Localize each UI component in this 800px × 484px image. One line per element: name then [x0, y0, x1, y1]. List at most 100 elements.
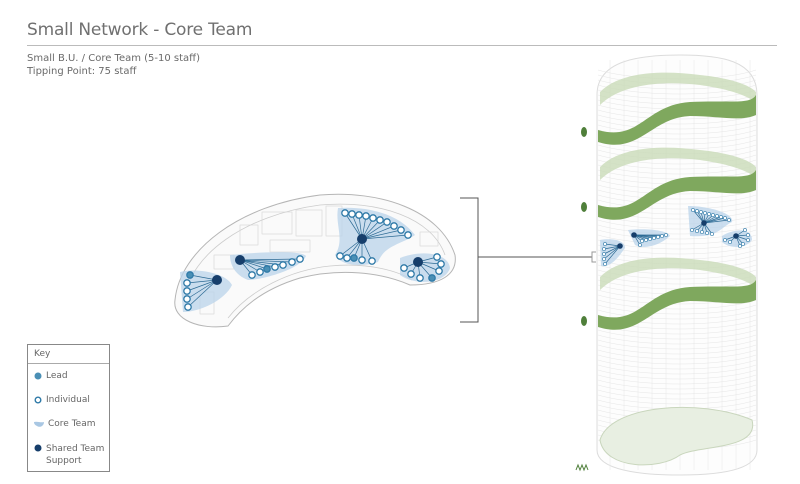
individual-node [648, 237, 652, 241]
zoom-bracket [460, 197, 596, 323]
individual-node [727, 218, 731, 222]
individual-ring-icon [34, 396, 42, 404]
individual-node [288, 258, 296, 266]
legend-item-shared-support: Shared Team Support [34, 443, 106, 467]
individual-node [416, 274, 424, 282]
individual-node [435, 267, 443, 275]
legend-item-lead: Lead [34, 371, 68, 381]
title-divider [27, 45, 777, 46]
individual-node [183, 295, 191, 303]
individual-node [336, 252, 344, 260]
individual-node [368, 257, 376, 265]
terrace-band [598, 95, 756, 145]
individual-node [710, 232, 714, 236]
individual-node [407, 270, 415, 278]
shared-support-dot-icon [34, 444, 42, 452]
core-team-cluster [400, 253, 450, 282]
individual-node [741, 242, 745, 246]
legend-label: Shared Team Support [46, 444, 105, 466]
core-team-cluster [180, 270, 232, 312]
core-team-cluster [628, 229, 670, 247]
page-title: Small Network - Core Team [27, 20, 253, 40]
individual-node [358, 256, 366, 264]
individual-node [602, 247, 606, 251]
individual-node [728, 240, 732, 244]
individual-node [652, 236, 656, 240]
individual-node [715, 214, 719, 218]
individual-node [296, 255, 304, 263]
individual-node [656, 235, 660, 239]
subtitle-tipping-point: Tipping Point: 75 staff [27, 66, 137, 77]
individual-node [705, 231, 709, 235]
individual-node [279, 261, 287, 269]
individual-node [719, 215, 723, 219]
individual-node [664, 233, 668, 237]
individual-node [369, 214, 377, 222]
shared-support-node [235, 255, 245, 265]
shared-support-node [212, 275, 222, 285]
terrace-band [598, 280, 756, 330]
individual-node [699, 210, 703, 214]
legend-item-individual: Individual [34, 395, 90, 405]
individual-node [404, 231, 412, 239]
leaf-icon [581, 127, 587, 137]
legend-label: Lead [46, 371, 68, 381]
individual-node [343, 254, 351, 262]
lead-node [263, 265, 271, 273]
individual-node [743, 228, 747, 232]
floor-plan [174, 193, 456, 328]
individual-node [723, 238, 727, 242]
individual-node [603, 262, 607, 266]
core-team-cluster [722, 228, 752, 248]
grass-icon [575, 463, 589, 472]
leaf-icons [575, 127, 589, 472]
individual-node [437, 260, 445, 268]
legend-title: Key [28, 345, 109, 364]
individual-node [723, 216, 727, 220]
individual-node [355, 211, 363, 219]
leaf-icon [581, 316, 587, 326]
terrace-band [598, 170, 756, 220]
core-team-blob-icon [34, 421, 44, 427]
shared-support-node [617, 243, 623, 249]
terrace-band-back [600, 72, 756, 105]
individual-node [390, 222, 398, 230]
shared-support-node [631, 232, 637, 238]
individual-node [746, 233, 750, 237]
individual-node [690, 228, 694, 232]
individual-node [700, 230, 704, 234]
lead-node [186, 271, 194, 279]
lead-node [428, 274, 436, 282]
lead-dot-icon [34, 372, 42, 380]
terrace-band-back [600, 147, 756, 180]
core-team-cluster [600, 239, 625, 267]
individual-node [707, 212, 711, 216]
core-team-cluster [688, 206, 733, 237]
individual-node [433, 253, 441, 261]
individual-node [703, 211, 707, 215]
shared-support-node [701, 220, 707, 226]
individual-node [738, 244, 742, 248]
individual-node [341, 209, 349, 217]
individual-node [271, 263, 279, 271]
individual-node [711, 213, 715, 217]
individual-node [602, 257, 606, 261]
individual-node [691, 208, 695, 212]
individual-node [184, 303, 192, 311]
individual-node [660, 234, 664, 238]
legend-label: Core Team [48, 419, 96, 429]
individual-node [603, 242, 607, 246]
individual-node [695, 229, 699, 233]
individual-node [248, 271, 256, 279]
individual-node [400, 264, 408, 272]
individual-node [362, 212, 370, 220]
shared-support-node [413, 257, 423, 267]
individual-node [644, 238, 648, 242]
tower-elevation [596, 54, 758, 476]
leaf-icon [581, 202, 587, 212]
individual-node [348, 210, 356, 218]
individual-node [746, 238, 750, 242]
individual-node [695, 209, 699, 213]
individual-node [183, 287, 191, 295]
individual-node [638, 243, 642, 247]
